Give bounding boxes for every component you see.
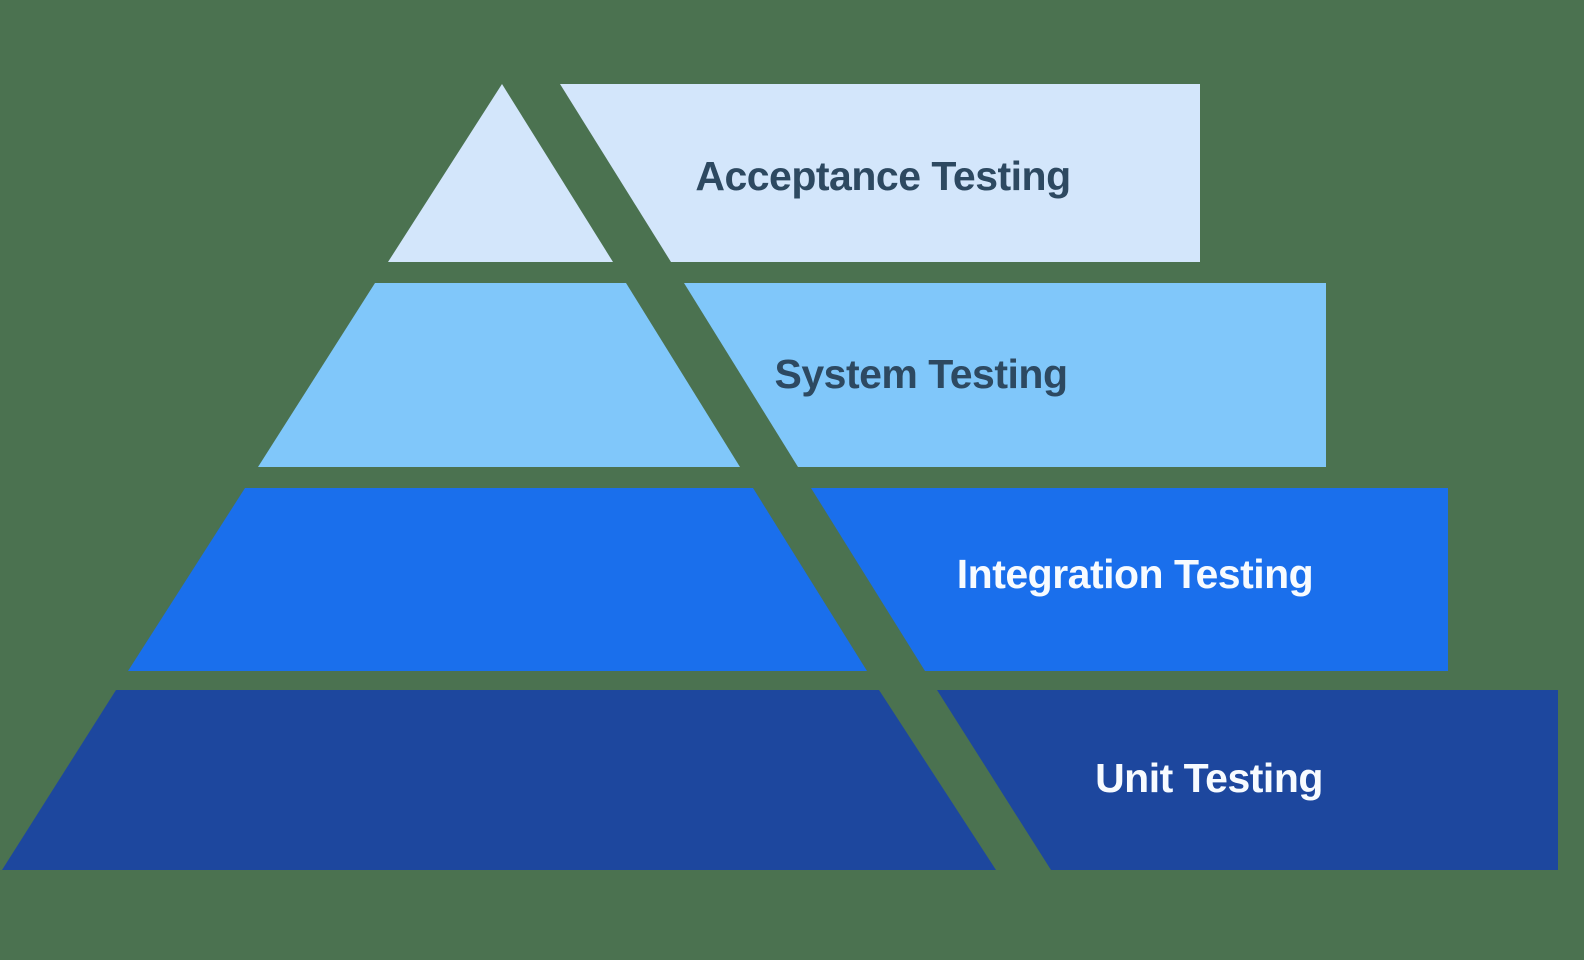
pyramid-segment-unit [2,690,996,870]
label-bar-system [684,283,1326,467]
integration-testing-label: Integration Testing [957,551,1313,597]
label-bar-acceptance [560,84,1200,262]
pyramid-segment-acceptance [388,84,613,262]
acceptance-testing-label: Acceptance Testing [695,153,1070,199]
label-bar-unit [937,690,1558,870]
pyramid-segment-integration [128,488,867,671]
system-testing-label: System Testing [775,351,1068,397]
unit-testing-label: Unit Testing [1095,755,1323,801]
pyramid-segment-system [258,283,740,467]
label-bar-integration [811,488,1448,671]
